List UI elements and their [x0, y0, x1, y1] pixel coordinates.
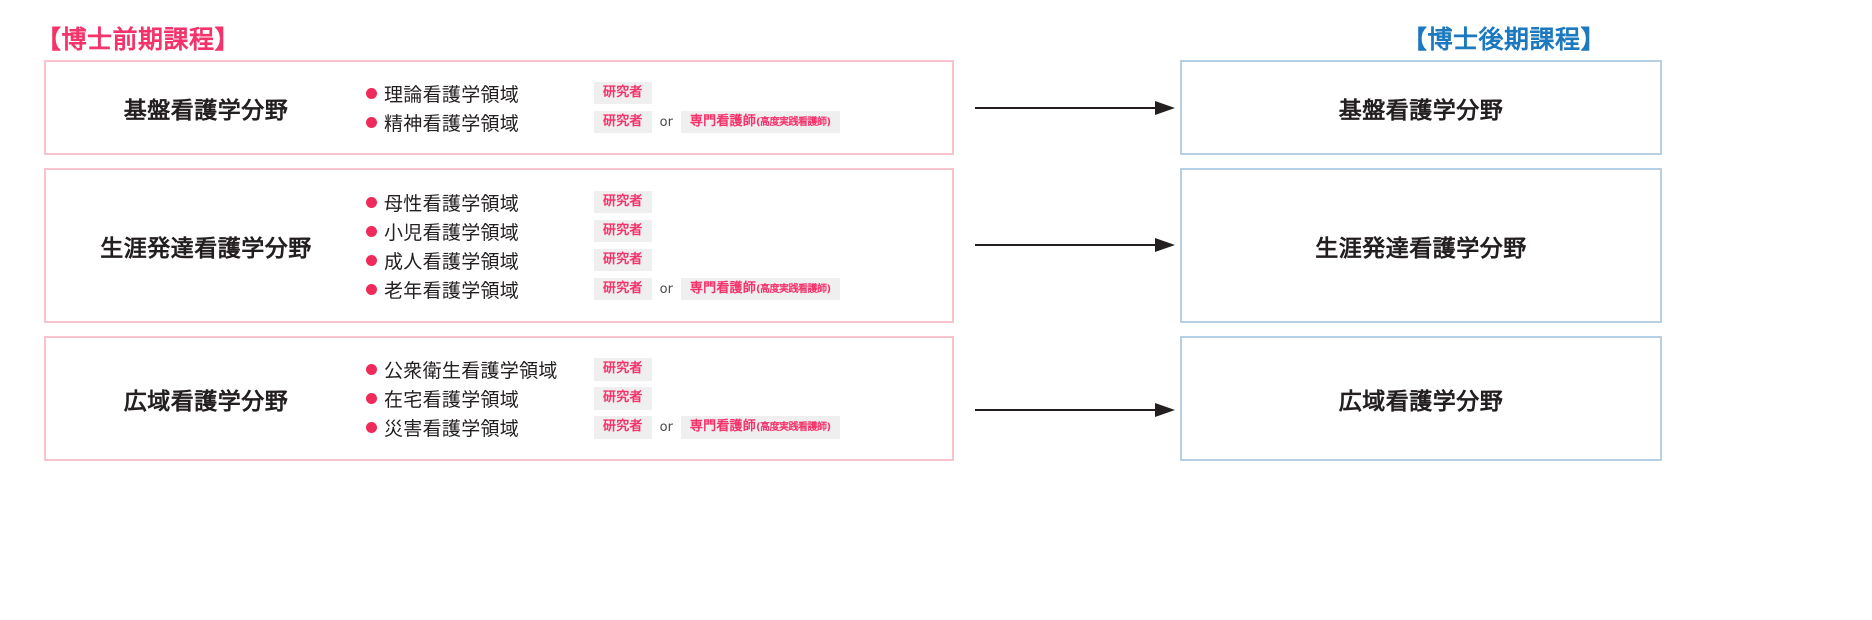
track-badge-specialist: 専門看護師(高度実践看護師)	[680, 277, 840, 301]
specialty-area-label: 在宅看護学領域	[384, 389, 520, 411]
track-badge-researcher: 研究者	[594, 219, 652, 243]
track-badge-researcher: 研究者	[594, 110, 652, 134]
master-field-name: 広域看護学分野	[123, 388, 289, 415]
arrow-head	[1155, 403, 1175, 417]
specialty-area-list: 理論看護学領域 研究者 精神看護学領域 研究者 or 専門看護師(高度実践看護師…	[366, 79, 952, 137]
doctoral-field-box: 生涯発達看護学分野	[1180, 168, 1662, 323]
specialty-area-list: 公衆衛生看護学領域 研究者 在宅看護学領域 研究者 災害看護学領域	[366, 355, 952, 442]
track-badge-researcher: 研究者	[594, 416, 652, 439]
master-course-column: 基盤看護学分野 理論看護学領域 研究者 精神看護学領域 研究者 or 専門看護師…	[44, 60, 954, 474]
bullet-icon	[366, 283, 377, 295]
bullet-icon	[366, 422, 377, 433]
specialty-area-label: 小児看護学領域	[384, 221, 520, 244]
bullet-icon	[366, 254, 377, 266]
bullet-icon	[366, 364, 377, 375]
career-track-tags: 研究者	[594, 358, 652, 381]
track-badge-researcher: 研究者	[594, 277, 652, 301]
specialty-area-row: 災害看護学領域 研究者 or 専門看護師(高度実践看護師)	[366, 413, 940, 442]
specialty-area-label: 公衆衛生看護学領域	[384, 360, 558, 382]
career-track-tags: 研究者	[594, 248, 652, 272]
specialty-area-row: 老年看護学領域 研究者 or 専門看護師(高度実践看護師)	[366, 275, 940, 304]
progression-arrow-icon	[975, 101, 1175, 115]
specialty-area-list: 母性看護学領域 研究者 小児看護学領域 研究者 成人看護学領域	[366, 188, 952, 304]
track-badge-researcher: 研究者	[594, 248, 652, 272]
career-track-tags: 研究者	[594, 219, 652, 243]
specialty-area-row: 成人看護学領域 研究者	[366, 246, 940, 275]
career-track-tags: 研究者	[594, 81, 652, 105]
track-badge-specialist-main: 専門看護師	[689, 419, 756, 435]
career-track-tags: 研究者 or 専門看護師(高度実践看護師)	[594, 110, 840, 134]
master-field-box: 生涯発達看護学分野 母性看護学領域 研究者 小児看護学領域 研究者	[44, 168, 954, 323]
master-course-heading: 【博士前期課程】	[36, 25, 241, 54]
specialty-area-label: 老年看護学領域	[384, 279, 520, 302]
bullet-icon	[366, 196, 377, 208]
arrow-head	[1155, 101, 1175, 115]
doctoral-field-box: 基盤看護学分野	[1180, 60, 1662, 155]
specialty-area-label: 成人看護学領域	[384, 250, 520, 273]
progression-arrow-icon	[975, 238, 1175, 252]
specialty-area-row: 在宅看護学領域 研究者	[366, 384, 940, 413]
track-or-separator: or	[659, 114, 673, 130]
specialty-area-row: 小児看護学領域 研究者	[366, 217, 940, 246]
track-badge-specialist: 専門看護師(高度実践看護師)	[680, 416, 840, 439]
specialty-area-label: 理論看護学領域	[384, 83, 520, 106]
arrow-shaft	[975, 244, 1157, 246]
specialty-area-row: 母性看護学領域 研究者	[366, 188, 940, 217]
master-field-name: 生涯発達看護学分野	[100, 235, 312, 262]
track-badge-specialist-main: 専門看護師	[689, 280, 756, 296]
bullet-icon	[366, 225, 377, 237]
track-badge-specialist-sub: (高度実践看護師)	[755, 422, 831, 434]
career-track-tags: 研究者	[594, 190, 652, 214]
master-field-box: 基盤看護学分野 理論看護学領域 研究者 精神看護学領域 研究者 or 専門看護師…	[44, 60, 954, 155]
arrow-shaft	[975, 409, 1157, 411]
bullet-icon	[366, 87, 377, 99]
progression-arrow-icon	[975, 403, 1175, 417]
doctoral-course-heading: 【博士後期課程】	[1402, 25, 1607, 54]
arrow-head	[1155, 238, 1175, 252]
specialty-area-label: 母性看護学領域	[384, 192, 520, 215]
specialty-area-label: 精神看護学領域	[384, 112, 520, 135]
bullet-icon	[366, 393, 377, 404]
track-badge-researcher: 研究者	[594, 358, 652, 381]
career-track-tags: 研究者 or 専門看護師(高度実践看護師)	[594, 416, 840, 439]
doctoral-course-column: 基盤看護学分野 生涯発達看護学分野 広域看護学分野	[1180, 60, 1662, 474]
master-field-box: 広域看護学分野 公衆衛生看護学領域 研究者 在宅看護学領域 研究者	[44, 336, 954, 461]
specialty-area-row: 理論看護学領域 研究者	[366, 79, 940, 108]
track-badge-specialist: 専門看護師(高度実践看護師)	[680, 110, 840, 134]
bullet-icon	[366, 116, 377, 128]
track-or-separator: or	[659, 281, 673, 297]
specialty-area-row: 精神看護学領域 研究者 or 専門看護師(高度実践看護師)	[366, 108, 940, 137]
track-badge-researcher: 研究者	[594, 81, 652, 105]
career-track-tags: 研究者 or 専門看護師(高度実践看護師)	[594, 277, 840, 301]
specialty-area-label: 災害看護学領域	[384, 418, 520, 440]
track-badge-researcher: 研究者	[594, 387, 652, 410]
arrow-shaft	[975, 107, 1157, 109]
track-or-separator: or	[659, 420, 673, 435]
doctoral-field-box: 広域看護学分野	[1180, 336, 1662, 461]
track-badge-specialist-sub: (高度実践看護師)	[755, 283, 831, 295]
career-track-tags: 研究者	[594, 387, 652, 410]
track-badge-specialist-main: 専門看護師	[689, 113, 756, 129]
track-badge-researcher: 研究者	[594, 190, 652, 214]
specialty-area-row: 公衆衛生看護学領域 研究者	[366, 355, 940, 384]
master-field-name: 基盤看護学分野	[123, 97, 289, 124]
track-badge-specialist-sub: (高度実践看護師)	[755, 116, 831, 128]
